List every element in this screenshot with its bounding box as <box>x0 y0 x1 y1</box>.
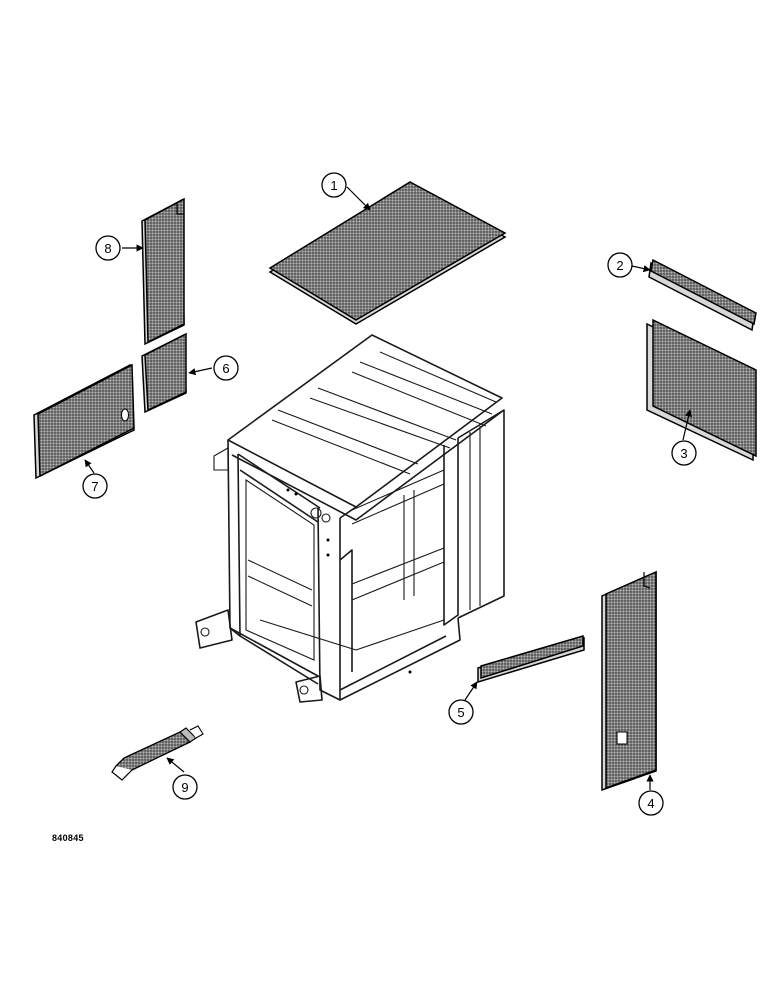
callout-1-number: 1 <box>330 178 337 193</box>
rear-upper-strip <box>648 258 757 332</box>
callout-4: 4 <box>638 790 664 816</box>
lower-side-strip <box>477 634 585 684</box>
callout-9-number: 9 <box>181 780 188 795</box>
callout-8-number: 8 <box>104 241 111 256</box>
callout-5-number: 5 <box>457 705 464 720</box>
sealant-tube <box>111 725 204 781</box>
callout-7-number: 7 <box>91 479 98 494</box>
callout-7: 7 <box>82 473 108 499</box>
callout-leaders <box>84 186 693 790</box>
right-side-panel <box>601 570 657 792</box>
callout-3-number: 3 <box>680 446 687 461</box>
callout-8: 8 <box>95 235 121 261</box>
callout-1: 1 <box>321 172 347 198</box>
callout-3: 3 <box>671 440 697 466</box>
left-tall-panel <box>141 197 185 346</box>
figure-id: 840845 <box>52 833 84 843</box>
roof-panel <box>268 181 507 325</box>
callout-9: 9 <box>172 774 198 800</box>
cab-frame <box>195 334 505 703</box>
left-small-panel <box>141 332 187 414</box>
callout-6: 6 <box>213 355 239 381</box>
rear-panel <box>646 318 757 462</box>
callout-2-number: 2 <box>616 258 623 273</box>
callout-5: 5 <box>448 699 474 725</box>
callout-6-number: 6 <box>222 361 229 376</box>
callout-4-number: 4 <box>647 796 654 811</box>
callout-2: 2 <box>607 252 633 278</box>
left-lower-panel <box>33 363 135 480</box>
